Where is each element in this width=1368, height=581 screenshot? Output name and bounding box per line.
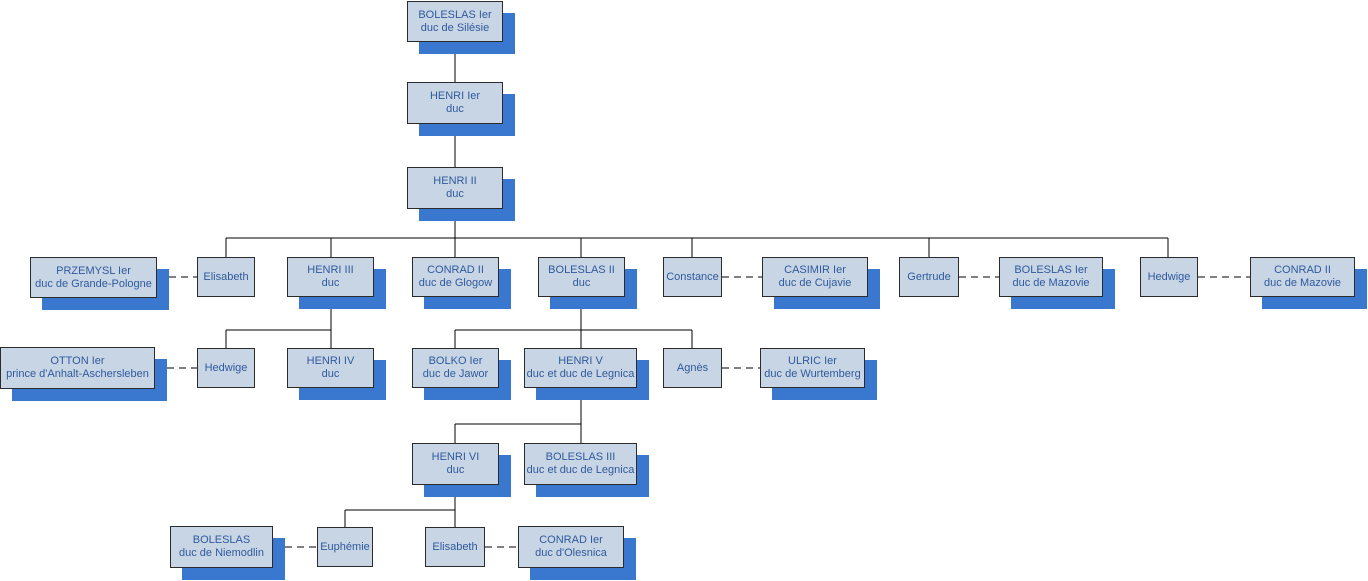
person-title: duc de Jawor — [422, 368, 489, 380]
person-name: ULRIC Ier — [788, 355, 837, 367]
person-name: Hedwige — [204, 361, 248, 374]
person-name: BOLKO Ier — [428, 355, 483, 367]
person-title: duc de Wurtemberg — [764, 368, 861, 380]
person-name: Constance — [666, 270, 719, 283]
person-name: BOLESLAS Ier — [418, 8, 492, 21]
person-title: duc de Grande-Pologne — [35, 277, 152, 290]
person-title: duc de Cujavie — [778, 277, 852, 289]
person-title: duc de Mazovie — [1012, 277, 1090, 289]
person-name: BOLESLAS — [192, 534, 251, 546]
person-name: Elisabeth — [432, 540, 478, 553]
person-title: duc — [572, 277, 591, 289]
person-title: duc — [446, 464, 465, 476]
person-title: duc de Glogow — [418, 277, 493, 289]
person-elisabeth2[interactable]: Elisabeth — [425, 527, 485, 567]
person-agnes[interactable]: Agnès — [663, 348, 722, 388]
person-title: duc de Silésie — [420, 21, 490, 34]
person-title: duc — [321, 368, 340, 380]
person-name: OTTON Ier — [50, 355, 105, 367]
person-name: CONRAD II — [1274, 264, 1331, 276]
person-title: duc de Niemodlin — [179, 547, 264, 559]
person-name: HENRI V — [558, 355, 603, 367]
person-title: duc et duc de Legnica — [526, 368, 635, 380]
person-title: duc — [446, 103, 464, 115]
person-name: BOLESLAS III — [545, 451, 616, 463]
person-euphemie[interactable]: Euphémie — [317, 527, 373, 567]
person-title: duc de Mazovie — [1263, 277, 1342, 289]
person-name: HENRI IV — [306, 355, 355, 367]
person-title: duc — [321, 277, 340, 289]
person-name: CASIMIR Ier — [784, 264, 846, 276]
person-name: Elisabeth — [203, 270, 249, 283]
person-elisabeth1[interactable]: Elisabeth — [197, 257, 255, 297]
person-name: Euphémie — [320, 540, 370, 553]
person-hedwige2[interactable]: Hedwige — [197, 348, 255, 388]
person-hedwige1[interactable]: Hedwige — [1140, 257, 1198, 297]
person-title: duc et duc de Legnica — [526, 464, 635, 476]
person-name: CONRAD Ier — [539, 534, 603, 546]
person-title: prince d'Anhalt-Aschersleben — [6, 368, 149, 380]
person-name: PRZEMYSL Ier — [56, 264, 131, 277]
person-name: Hedwige — [1147, 270, 1191, 283]
person-name: BOLESLAS II — [548, 264, 615, 276]
person-name: Agnès — [676, 361, 709, 374]
person-title: duc d'Olesnica — [535, 547, 607, 559]
person-name: BOLESLAS Ier — [1014, 264, 1088, 276]
person-title: duc — [446, 188, 464, 200]
person-name: HENRI II — [433, 175, 477, 187]
person-name: HENRI Ier — [429, 90, 481, 102]
person-name: CONRAD II — [427, 264, 484, 276]
person-name: Gertrude — [907, 270, 951, 283]
person-name: HENRI VI — [431, 451, 480, 463]
person-gertrude[interactable]: Gertrude — [899, 257, 959, 297]
person-name: HENRI III — [307, 264, 354, 276]
person-constance[interactable]: Constance — [663, 257, 722, 297]
